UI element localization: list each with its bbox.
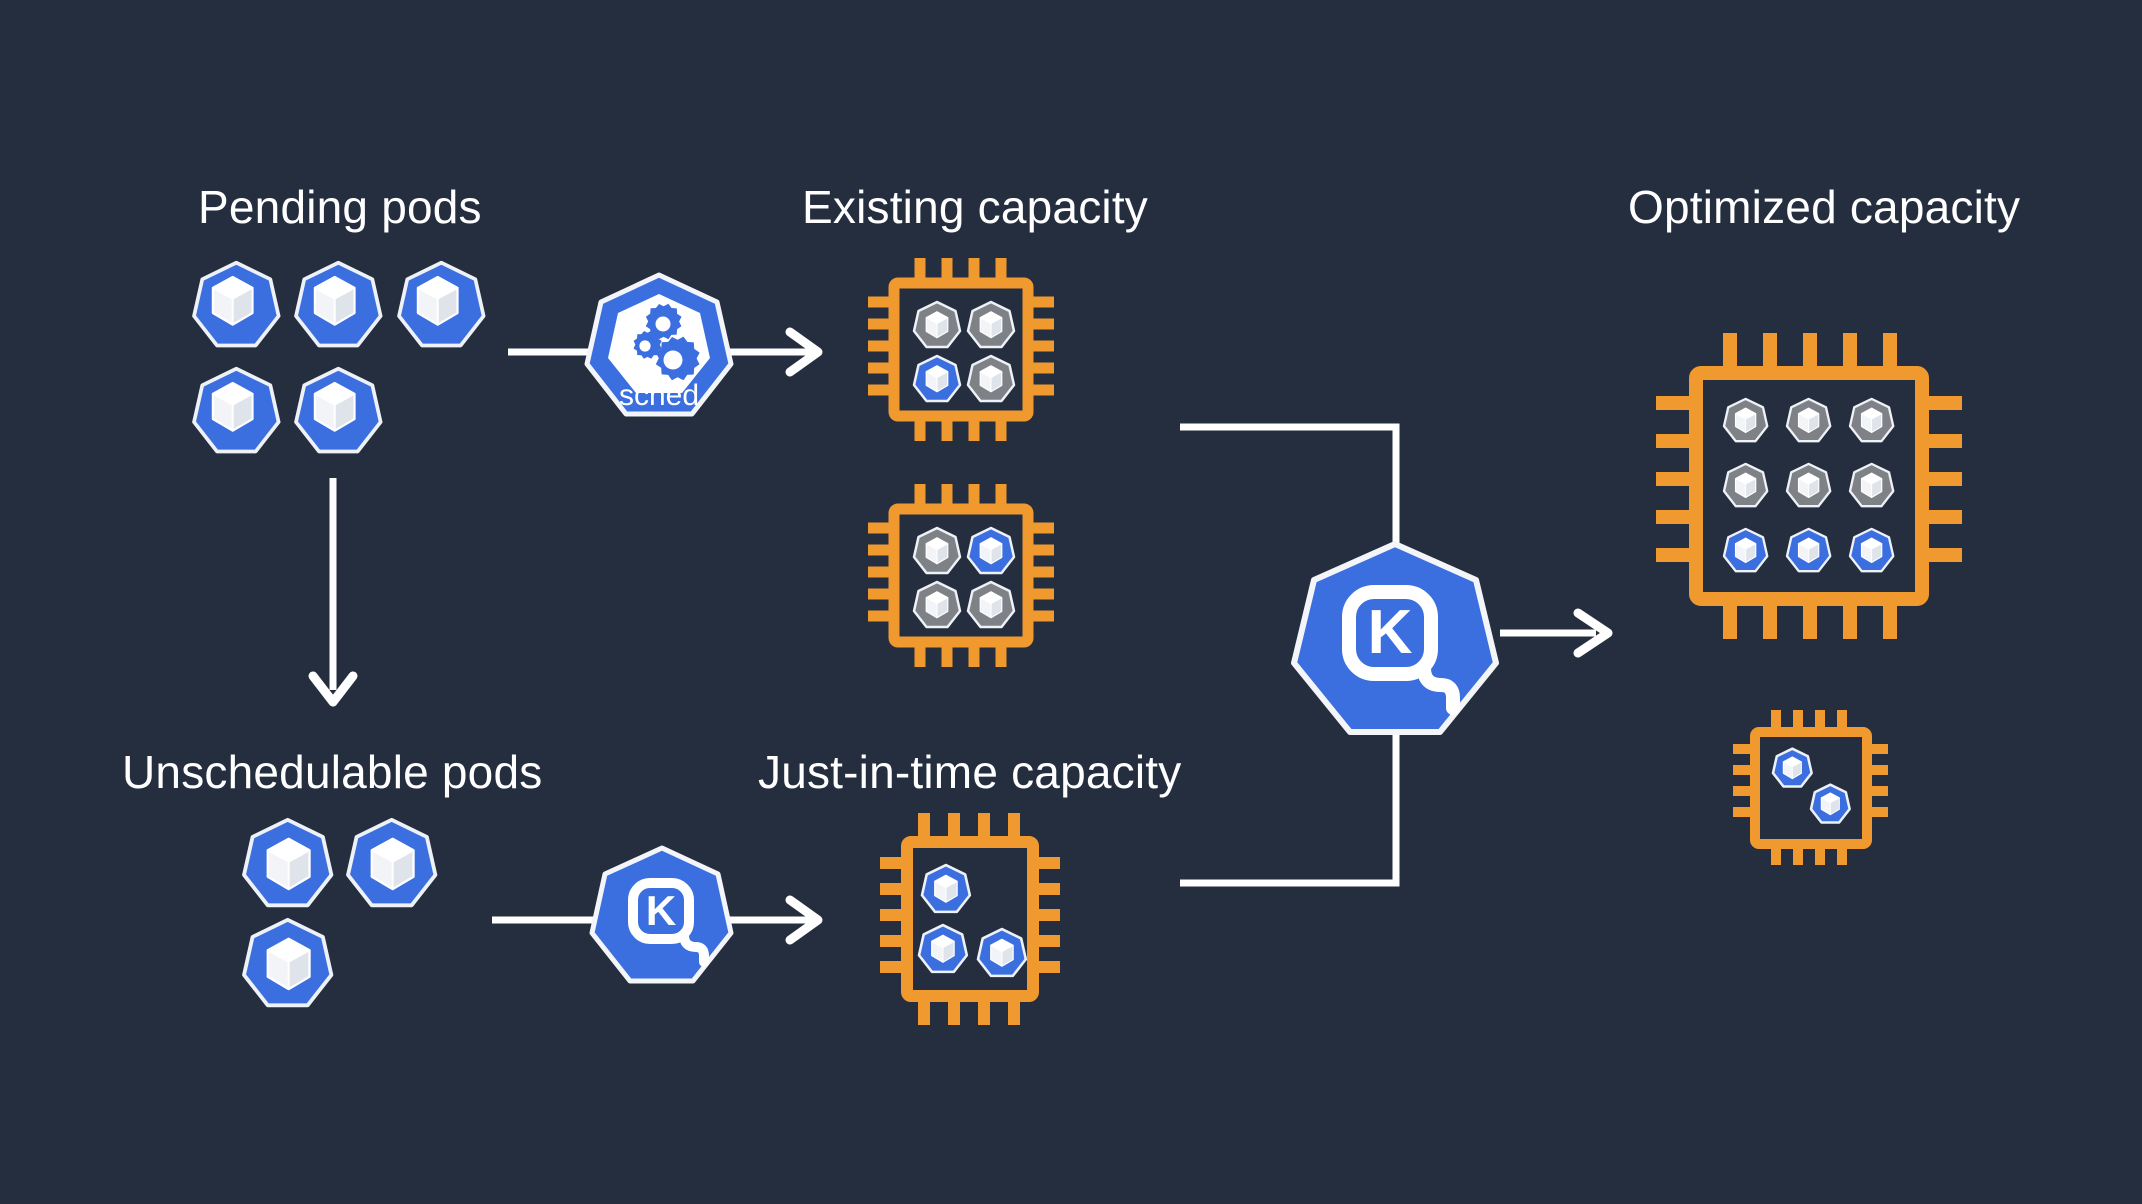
karpenter-to-jit-arrowhead bbox=[785, 895, 823, 945]
label-optimized-capacity: Optimized capacity bbox=[1628, 181, 2021, 233]
pod-icon[interactable] bbox=[192, 260, 281, 348]
karpenter-consolidation-icon[interactable]: K bbox=[1290, 540, 1500, 740]
pod-icon[interactable] bbox=[294, 260, 383, 348]
pod-icon[interactable] bbox=[397, 260, 486, 348]
label-existing-capacity: Existing capacity bbox=[802, 181, 1148, 233]
pod-icon[interactable] bbox=[294, 366, 383, 454]
chip-pod-slot bbox=[912, 526, 1016, 629]
existing-to-consolidation-line bbox=[1180, 423, 1400, 547]
label-unschedulable-pods: Unschedulable pods bbox=[122, 746, 543, 798]
label-just-in-time-capacity: Just-in-time capacity bbox=[758, 746, 1182, 798]
kube-scheduler-gears-icon[interactable]: sched bbox=[584, 272, 734, 432]
pod-icon[interactable] bbox=[242, 917, 334, 1008]
scheduler-caption: sched bbox=[619, 379, 699, 412]
pod-icon[interactable] bbox=[192, 366, 281, 454]
jit-to-consolidation-line bbox=[1180, 730, 1400, 887]
pending-to-unschedulable-arrowhead bbox=[308, 671, 358, 707]
pod-icon[interactable] bbox=[242, 817, 334, 908]
just-in-time-chip-1[interactable] bbox=[874, 805, 1089, 1035]
consolidation-to-optimized-arrowhead bbox=[1573, 608, 1613, 658]
svg-text:K: K bbox=[646, 887, 676, 934]
existing-capacity-chip-2[interactable] bbox=[862, 478, 1072, 673]
chip-pod-slot bbox=[1722, 397, 1895, 573]
scheduler-to-existing-arrowhead bbox=[785, 327, 823, 377]
karpenter-provisioner-icon[interactable]: K bbox=[589, 845, 734, 997]
chip-pod-slot bbox=[917, 863, 1028, 978]
unschedulable-pods-group bbox=[240, 812, 470, 1022]
chip-pod-slot bbox=[1771, 747, 1851, 824]
pod-icon[interactable] bbox=[346, 817, 438, 908]
chip-pod-slot bbox=[912, 300, 1016, 403]
optimized-capacity-chip-small[interactable] bbox=[1728, 705, 1898, 870]
pending-pods-group bbox=[190, 255, 520, 485]
svg-text:K: K bbox=[1368, 598, 1413, 667]
optimized-capacity-chip-large[interactable] bbox=[1648, 325, 1978, 645]
existing-capacity-chip-1[interactable] bbox=[862, 252, 1072, 447]
label-pending-pods: Pending pods bbox=[198, 181, 482, 233]
